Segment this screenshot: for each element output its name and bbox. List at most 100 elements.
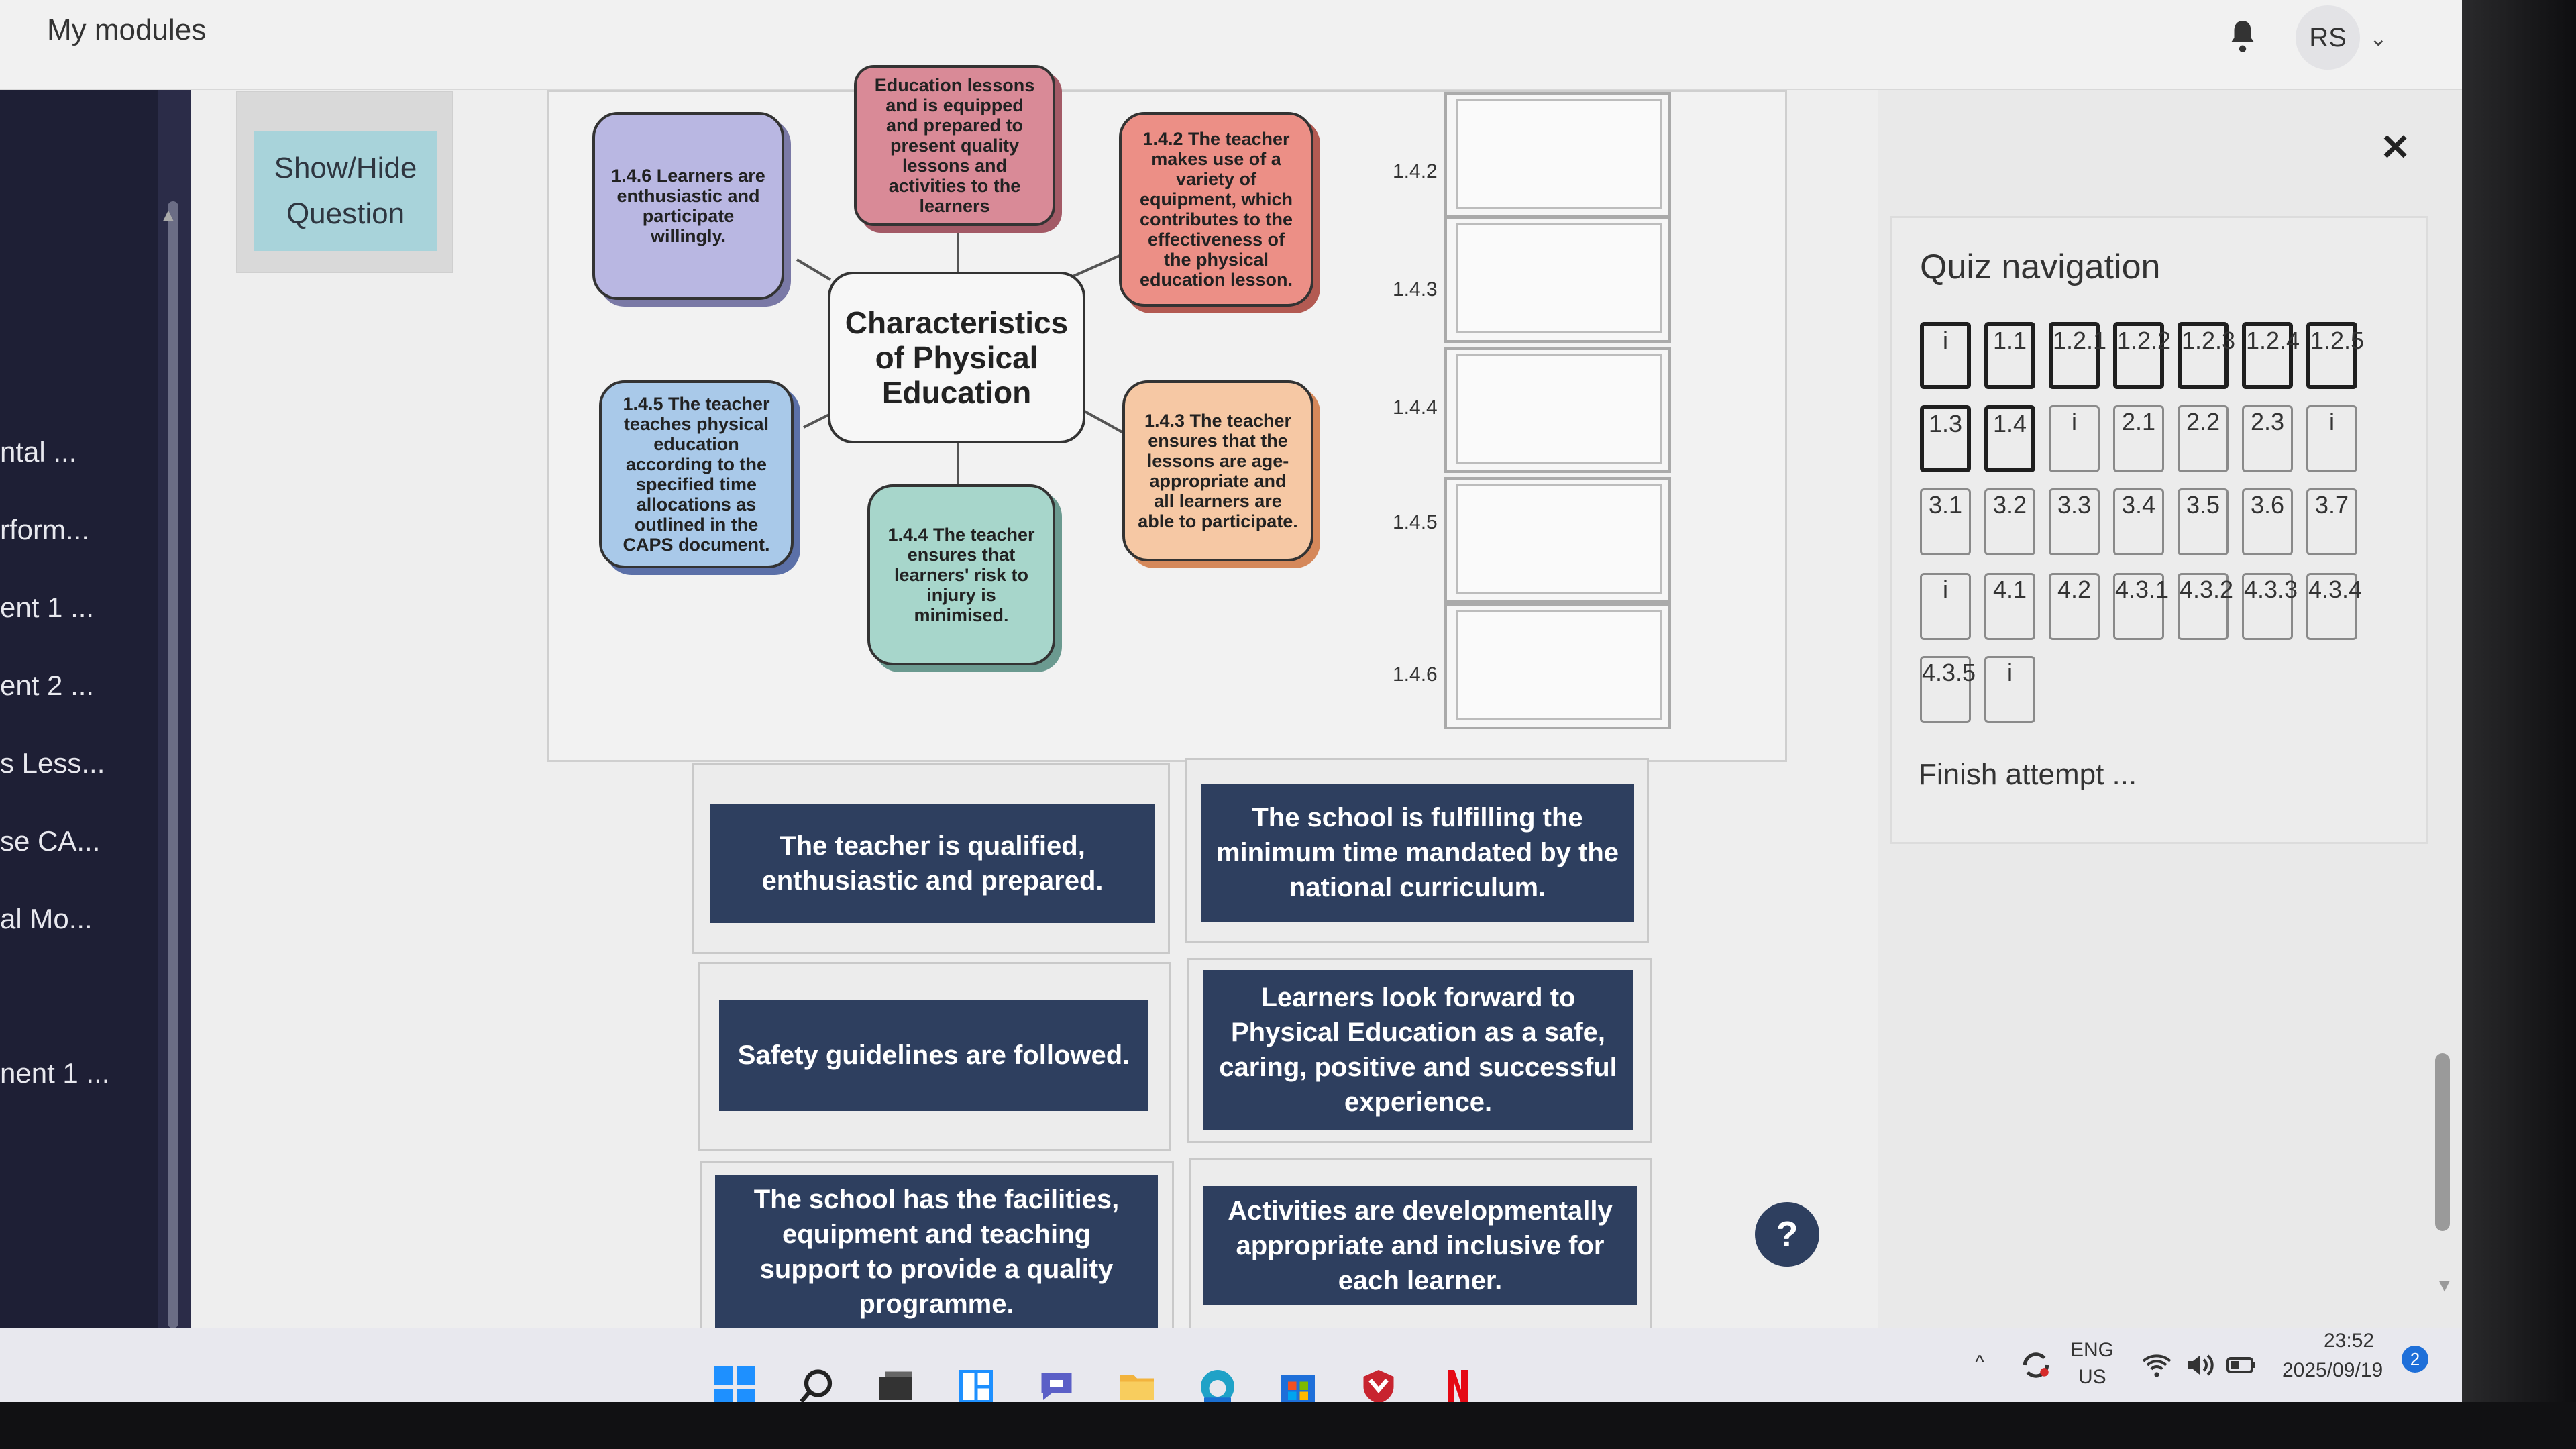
bubble-1-4-3: 1.4.3 The teacher ensures that the lesso… xyxy=(1122,380,1313,561)
file-explorer-icon[interactable] xyxy=(1114,1363,1161,1410)
quiz-nav-button[interactable]: 4.3.1 xyxy=(2113,573,2169,640)
drop-zone[interactable] xyxy=(1444,92,1671,218)
sync-icon[interactable] xyxy=(2012,1342,2059,1389)
quiz-nav-button[interactable]: 4.2 xyxy=(2049,573,2100,640)
quiz-nav-button[interactable]: 2.2 xyxy=(2178,405,2229,472)
quiz-nav-button[interactable]: 1.1 xyxy=(1984,322,2035,389)
show-hide-question-button[interactable]: Show/Hide Question xyxy=(254,131,437,251)
chevron-down-icon[interactable]: ⌄ xyxy=(2369,26,2387,50)
clock-date[interactable]: 2025/09/19 xyxy=(2282,1359,2383,1381)
center-bubble-characteristics: Characteristics of Physical Education xyxy=(828,272,1085,443)
quiz-nav-button[interactable]: 1.2.2 xyxy=(2113,322,2171,389)
sidebar-scrollbar[interactable] xyxy=(168,201,178,1328)
draggable-answer[interactable]: The school has the facilities, equipment… xyxy=(715,1175,1158,1328)
quiz-nav-button[interactable]: 3.7 xyxy=(2306,488,2357,555)
draggable-answer[interactable]: Safety guidelines are followed. xyxy=(719,1000,1148,1111)
quiz-nav-button[interactable]: 3.2 xyxy=(1984,488,2035,555)
diagram-panel: 1.4.6 Learners are enthusiastic and part… xyxy=(547,65,1787,762)
volume-icon[interactable] xyxy=(2176,1342,2223,1389)
quiz-nav-button[interactable]: 4.3.5 xyxy=(1920,656,1976,723)
notification-badge[interactable]: 2 xyxy=(2402,1346,2428,1373)
quiz-nav-button[interactable]: 2.3 xyxy=(2242,405,2293,472)
draggable-answer[interactable]: Activities are developmentally appropria… xyxy=(1203,1186,1637,1305)
show-hide-label-line1: Show/Hide xyxy=(274,152,417,184)
quiz-nav-button[interactable]: 3.3 xyxy=(2049,488,2100,555)
microsoft-store-icon[interactable] xyxy=(1275,1363,1322,1410)
quiz-nav-button[interactable]: 1.2.5 xyxy=(2306,322,2364,389)
sidebar-item[interactable]: rform... xyxy=(0,514,89,545)
quiz-nav-button[interactable]: 1.4 xyxy=(1984,405,2035,472)
drop-zone[interactable] xyxy=(1444,603,1671,729)
bubble-1-4-2: 1.4.2 The teacher makes use of a variety… xyxy=(1119,112,1313,307)
course-sidebar: ntal ... rform... ent 1 ... ent 2 ... s … xyxy=(0,90,173,1358)
edge-browser-icon[interactable] xyxy=(1194,1363,1241,1410)
quiz-nav-button[interactable]: 2.1 xyxy=(2113,405,2164,472)
drop-label: 1.4.4 xyxy=(1393,396,1438,419)
drawer-scrollbar[interactable] xyxy=(2435,1053,2450,1231)
quiz-nav-button[interactable]: 4.3.4 xyxy=(2306,573,2362,640)
teams-chat-icon[interactable] xyxy=(1033,1363,1080,1410)
drop-label: 1.4.2 xyxy=(1393,160,1438,182)
quiz-nav-button[interactable]: i xyxy=(2306,405,2357,472)
quiz-nav-button[interactable]: 4.3.3 xyxy=(2242,573,2298,640)
quiz-nav-button[interactable]: 4.1 xyxy=(1984,573,2035,640)
netflix-icon[interactable] xyxy=(1434,1363,1481,1410)
task-view-icon[interactable] xyxy=(872,1363,919,1410)
monitor-bezel-bottom xyxy=(0,1402,2576,1449)
quiz-nav-button[interactable]: 3.4 xyxy=(2113,488,2164,555)
quiz-nav-button[interactable]: 1.3 xyxy=(1920,405,1971,472)
quiz-nav-button[interactable]: 4.3.2 xyxy=(2178,573,2233,640)
quiz-nav-button[interactable]: 1.2.1 xyxy=(2049,322,2106,389)
help-button[interactable]: ? xyxy=(1755,1202,1819,1267)
battery-icon[interactable] xyxy=(2218,1342,2265,1389)
language-indicator[interactable]: ENG xyxy=(2070,1339,2114,1361)
quiz-nav-button[interactable]: 3.1 xyxy=(1920,488,1971,555)
draggable-answer[interactable]: The school is fulfilling the minimum tim… xyxy=(1201,784,1634,922)
show-hide-label-line2: Question xyxy=(286,197,405,230)
page-title[interactable]: My modules xyxy=(47,13,207,46)
bubble-1-4-4: 1.4.4 The teacher ensures that learners'… xyxy=(867,484,1055,665)
quiz-navigation-title: Quiz navigation xyxy=(1920,248,2161,286)
sidebar-item[interactable]: ntal ... xyxy=(0,436,77,468)
drop-zone[interactable] xyxy=(1444,477,1671,603)
drop-zone[interactable] xyxy=(1444,347,1671,473)
drop-label: 1.4.6 xyxy=(1393,663,1438,686)
quiz-nav-button[interactable]: 3.6 xyxy=(2242,488,2293,555)
top-bar: My modules RS ⌄ xyxy=(0,0,2462,90)
region-indicator[interactable]: US xyxy=(2078,1366,2106,1388)
scroll-up-icon[interactable]: ▲ xyxy=(160,205,177,225)
quiz-nav-button[interactable]: i xyxy=(1920,573,1971,640)
chevron-up-icon[interactable]: ^ xyxy=(1975,1352,1985,1374)
sidebar-item[interactable]: ent 1 ... xyxy=(0,592,95,623)
clock-time[interactable]: 23:52 xyxy=(2324,1330,2375,1352)
quiz-nav-button[interactable]: i xyxy=(1920,322,1971,389)
quiz-nav-button[interactable]: i xyxy=(1984,656,2035,723)
draggable-answer[interactable]: Learners look forward to Physical Educat… xyxy=(1203,970,1633,1130)
finish-attempt-link[interactable]: Finish attempt ... xyxy=(1919,758,2137,791)
bubble-1-4-6: 1.4.6 Learners are enthusiastic and part… xyxy=(592,112,784,300)
quiz-nav-button[interactable]: i xyxy=(2049,405,2100,472)
sidebar-item[interactable]: al Mo... xyxy=(0,903,93,934)
scroll-down-icon[interactable]: ▼ xyxy=(2435,1275,2454,1295)
drop-label: 1.4.5 xyxy=(1393,511,1438,533)
close-icon[interactable]: ✕ xyxy=(2380,127,2411,168)
bell-icon[interactable] xyxy=(2226,17,2259,55)
widgets-icon[interactable] xyxy=(953,1363,1000,1410)
sidebar-item[interactable]: nent 1 ... xyxy=(0,1057,110,1089)
drop-zone[interactable] xyxy=(1444,217,1671,343)
quiz-nav-button[interactable]: 3.5 xyxy=(2178,488,2229,555)
monitor-bezel-right xyxy=(2462,0,2576,1449)
quiz-nav-button[interactable]: 1.2.3 xyxy=(2178,322,2235,389)
draggable-answer[interactable]: The teacher is qualified, enthusiastic a… xyxy=(710,804,1155,923)
avatar[interactable]: RS xyxy=(2296,5,2360,70)
bubble-education-lessons: Education lessons and is equipped and pr… xyxy=(854,65,1055,226)
quiz-nav-button[interactable]: 1.2.4 xyxy=(2242,322,2300,389)
drop-label: 1.4.3 xyxy=(1393,278,1438,301)
sidebar-item[interactable]: se CA... xyxy=(0,825,101,857)
screen: My modules RS ⌄ ntal ... rform... ent 1 … xyxy=(0,0,2462,1407)
sidebar-item[interactable]: s Less... xyxy=(0,747,105,779)
sidebar-item[interactable]: ent 2 ... xyxy=(0,669,95,701)
wifi-icon[interactable] xyxy=(2133,1342,2180,1389)
security-shield-icon[interactable] xyxy=(1355,1363,1402,1410)
search-icon[interactable] xyxy=(793,1363,840,1410)
